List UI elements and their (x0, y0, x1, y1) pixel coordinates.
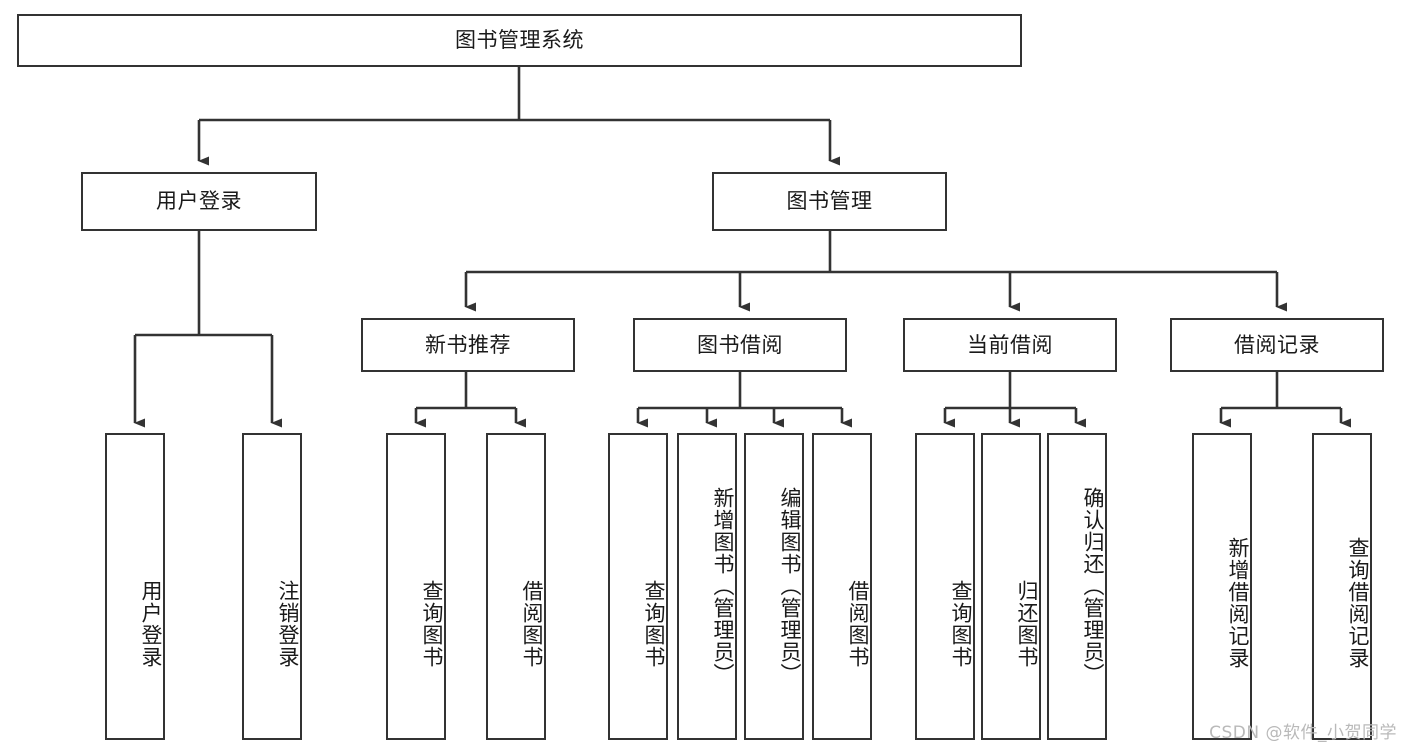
watermark-text: CSDN @软件_小贺同学 (1209, 723, 1397, 743)
node-label: 查询图书 (949, 579, 973, 668)
node-user-login[interactable]: 用户登录 (81, 172, 317, 231)
leaf-new-book-borrow-book[interactable]: 借阅图书 (486, 433, 546, 740)
node-label: 借阅图书 (846, 579, 870, 668)
node-root-book-management-system[interactable]: 图书管理系统 (17, 14, 1022, 67)
node-label: 用户登录 (139, 579, 163, 668)
node-label: 用户登录 (156, 189, 242, 214)
node-borrow-record[interactable]: 借阅记录 (1170, 318, 1384, 372)
node-label: 新增图书（管理员） (711, 486, 735, 685)
leaf-current-borrow-return-book[interactable]: 归还图书 (981, 433, 1041, 740)
leaf-book-borrow-add-book-admin[interactable]: 新增图书（管理员） (677, 433, 737, 740)
node-label: 编辑图书（管理员） (778, 486, 802, 685)
node-label: 借阅记录 (1234, 332, 1320, 357)
node-label: 归还图书 (1015, 579, 1039, 668)
leaf-book-borrow-query-book[interactable]: 查询图书 (608, 433, 668, 740)
node-label: 借阅图书 (520, 579, 544, 668)
node-book-borrow[interactable]: 图书借阅 (633, 318, 847, 372)
leaf-book-borrow-borrow-book[interactable]: 借阅图书 (812, 433, 872, 740)
leaf-current-borrow-confirm-return-admin[interactable]: 确认归还（管理员） (1047, 433, 1107, 740)
leaf-current-borrow-query-book[interactable]: 查询图书 (915, 433, 975, 740)
leaf-user-login-logout[interactable]: 注销登录 (242, 433, 302, 740)
node-label: 查询图书 (642, 579, 666, 668)
node-label: 当前借阅 (967, 332, 1053, 357)
node-label: 图书管理系统 (455, 28, 584, 53)
leaf-book-borrow-edit-book-admin[interactable]: 编辑图书（管理员） (744, 433, 804, 740)
node-label: 查询借阅记录 (1346, 536, 1370, 669)
node-new-book-recommend[interactable]: 新书推荐 (361, 318, 575, 372)
node-label: 图书借阅 (697, 332, 783, 357)
leaf-new-book-query-book[interactable]: 查询图书 (386, 433, 446, 740)
node-label: 新增借阅记录 (1226, 536, 1250, 669)
node-current-borrow[interactable]: 当前借阅 (903, 318, 1117, 372)
leaf-user-login-login[interactable]: 用户登录 (105, 433, 165, 740)
node-label: 新书推荐 (425, 332, 511, 357)
node-label: 确认归还（管理员） (1081, 486, 1105, 685)
node-label: 图书管理 (786, 189, 873, 214)
node-label: 查询图书 (420, 579, 444, 668)
node-book-management[interactable]: 图书管理 (712, 172, 947, 231)
node-label: 注销登录 (276, 579, 300, 668)
leaf-borrow-record-add-record[interactable]: 新增借阅记录 (1192, 433, 1252, 740)
leaf-borrow-record-query-record[interactable]: 查询借阅记录 (1312, 433, 1372, 740)
